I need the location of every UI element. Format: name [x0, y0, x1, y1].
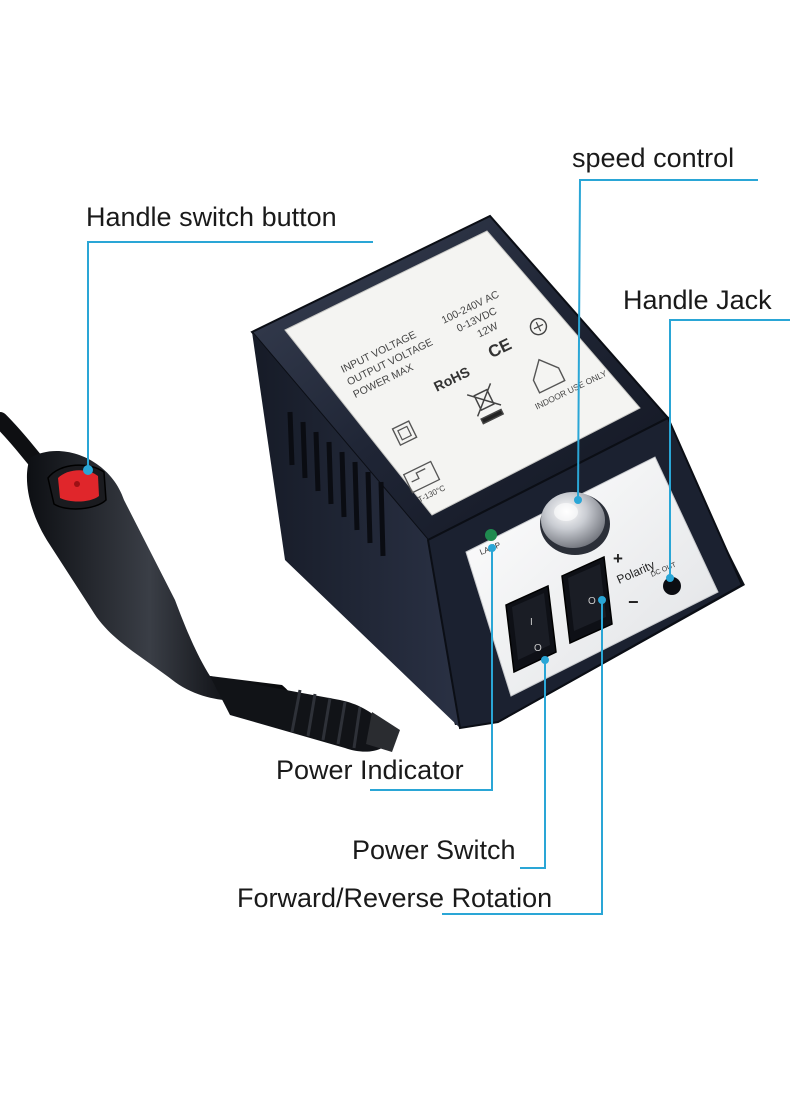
house-icon	[532, 358, 566, 394]
power-switch-on-mark: I	[530, 617, 533, 628]
weee-bin-icon	[466, 383, 505, 425]
power-switch[interactable]: I O	[505, 584, 557, 674]
power-switch-off-mark: O	[534, 643, 542, 654]
fr-switch-mark: O	[588, 596, 596, 607]
control-unit: INPUT VOLTAGE 100-240V AC OUTPUT VOLTAGE…	[250, 214, 745, 730]
forward-reverse-line	[442, 600, 603, 915]
callout-lines	[83, 179, 790, 915]
fuse-icon	[402, 460, 441, 494]
handle-switch-button-callout: Handle switch button	[86, 202, 337, 232]
handle-jack-socket[interactable]	[663, 577, 681, 595]
handle-switch-line	[87, 241, 373, 470]
forward-reverse-callout: Forward/Reverse Rotation	[237, 883, 553, 913]
side-vents	[287, 411, 386, 557]
handpiece-grip-rings	[290, 689, 362, 749]
spec-sticker: INPUT VOLTAGE 100-240V AC OUTPUT VOLTAGE…	[284, 230, 641, 516]
forward-reverse-switch[interactable]: O	[561, 555, 613, 645]
speed-control-callout: speed control	[572, 143, 735, 173]
handpiece-grip	[210, 676, 392, 752]
handle-jack-line	[669, 319, 790, 578]
handpiece-body	[26, 451, 300, 732]
handle-jack-callout: Handle Jack	[623, 285, 772, 315]
double-insulation-icon	[391, 420, 418, 447]
power-switch-line	[520, 660, 546, 869]
polarity-plus: +	[613, 549, 623, 568]
power-indicator-led	[485, 529, 497, 541]
handpiece	[0, 412, 400, 752]
brand-logo-icon	[529, 317, 548, 336]
polarity-minus: −	[628, 592, 639, 612]
handle-switch-button[interactable]	[47, 464, 107, 510]
power-indicator-line	[370, 548, 493, 791]
speed-control-knob[interactable]	[540, 492, 610, 555]
power-switch-callout: Power Switch	[352, 835, 516, 865]
power-indicator-callout: Power Indicator	[276, 755, 464, 785]
handpiece-tip	[366, 712, 400, 752]
speed-control-line	[577, 179, 758, 501]
